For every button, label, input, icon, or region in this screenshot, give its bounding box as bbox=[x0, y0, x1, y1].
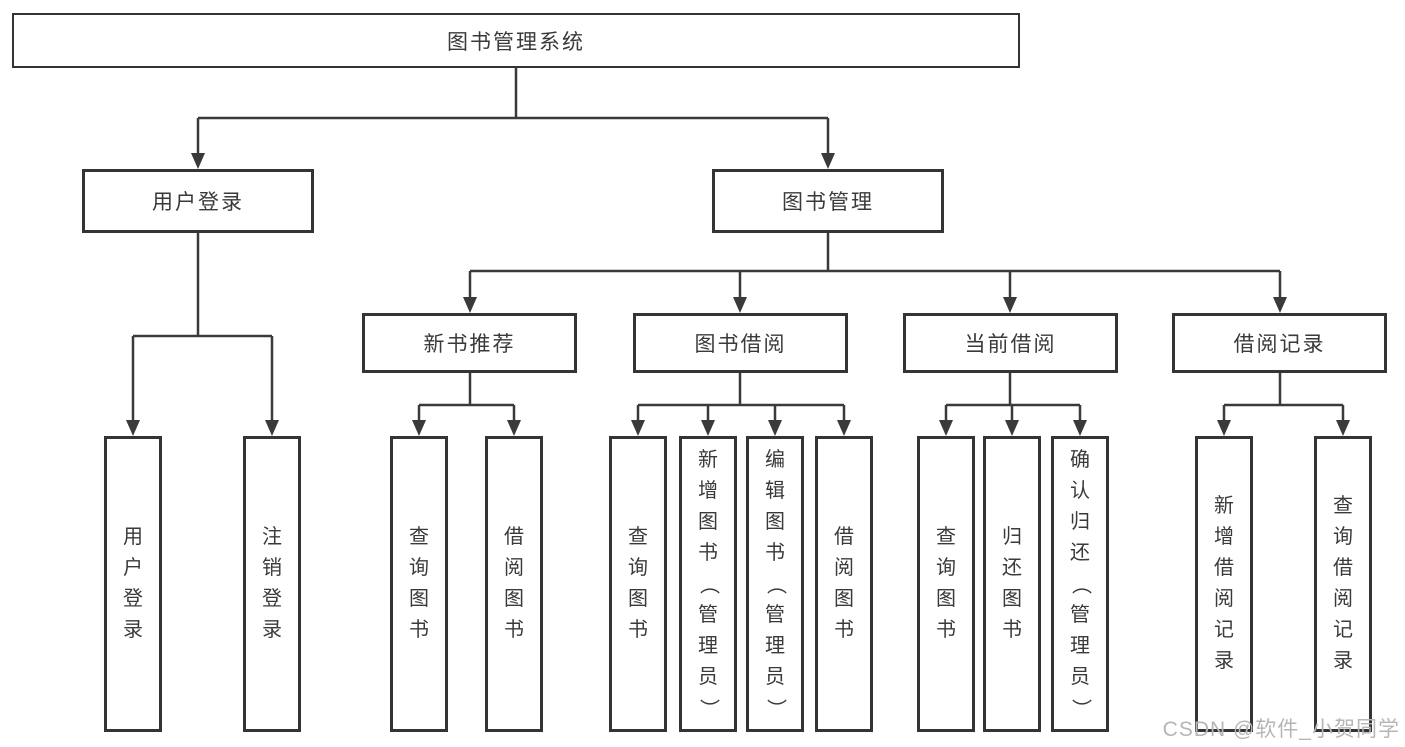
node-label-char: 登 bbox=[262, 588, 282, 610]
node-label: 新书推荐 bbox=[423, 333, 516, 356]
node-label-char: 辑 bbox=[765, 479, 785, 502]
leaf-return-books: 归还图书 bbox=[983, 436, 1041, 732]
node-book-management: 图书管理 bbox=[712, 169, 944, 233]
node-label-char: 增 bbox=[1214, 526, 1234, 548]
leaf-add-book-admin: 新增图书 （ 管理员 ） bbox=[679, 436, 737, 732]
node-label-char: 书 bbox=[834, 619, 854, 641]
node-label-char: 确 bbox=[1070, 448, 1090, 471]
node-label-char: 图 bbox=[628, 588, 648, 610]
node-label-char: 书 bbox=[765, 541, 785, 564]
node-label-char: 阅 bbox=[834, 557, 854, 579]
leaf-borrow-books-borrowing: 借阅图书 bbox=[815, 436, 873, 732]
node-label: 用户登录 bbox=[152, 191, 244, 214]
node-new-book-recommendation: 新书推荐 bbox=[362, 313, 577, 373]
node-label-char: 询 bbox=[409, 557, 429, 579]
node-label-char: 书 bbox=[409, 619, 429, 641]
node-label-char: 增 bbox=[698, 479, 718, 502]
node-label-char: 登 bbox=[123, 588, 143, 610]
node-label-char: 销 bbox=[262, 557, 282, 579]
node-label-char: 录 bbox=[262, 619, 282, 641]
node-label-char: 记 bbox=[1214, 619, 1234, 641]
node-label-char: 阅 bbox=[1214, 588, 1234, 610]
node-user-login: 用户登录 bbox=[82, 169, 314, 233]
node-label-char: ） bbox=[1069, 698, 1092, 718]
node-label-char: 图 bbox=[504, 588, 524, 610]
node-label-char: 借 bbox=[834, 526, 854, 548]
watermark-text: CSDN @软件_小贺同学 bbox=[1162, 718, 1400, 741]
leaf-query-books-borrowing: 查询图书 bbox=[609, 436, 667, 732]
leaf-logout: 注销登录 bbox=[243, 436, 301, 732]
node-borrowing-records: 借阅记录 bbox=[1172, 313, 1387, 373]
node-label-char: 图 bbox=[936, 588, 956, 610]
node-label-char: 图 bbox=[765, 510, 785, 533]
node-label-char: 书 bbox=[698, 541, 718, 564]
node-label: 图书借阅 bbox=[694, 333, 787, 356]
node-label: 当前借阅 bbox=[964, 333, 1057, 356]
node-label-char: 图 bbox=[834, 588, 854, 610]
node-label-char: ） bbox=[764, 698, 787, 718]
leaf-query-books-recommend: 查询图书 bbox=[390, 436, 448, 732]
node-label-char: 记 bbox=[1333, 619, 1353, 641]
node-label-char: 录 bbox=[1333, 650, 1353, 672]
node-label-char: （ bbox=[1069, 574, 1092, 594]
node-label-char: 录 bbox=[1214, 650, 1234, 672]
node-label-char: 借 bbox=[1333, 557, 1353, 579]
node-label-char: （ bbox=[697, 574, 720, 594]
node-label-char: 注 bbox=[262, 526, 282, 548]
leaf-query-borrow-record: 查询借阅记录 bbox=[1314, 436, 1372, 732]
node-label-char: 询 bbox=[936, 557, 956, 579]
node-label-char: 书 bbox=[936, 619, 956, 641]
leaf-user-login: 用户登录 bbox=[104, 436, 162, 732]
node-library-management-system: 图书管理系统 bbox=[12, 13, 1020, 68]
node-label-char: 理 bbox=[765, 634, 785, 657]
leaf-borrow-books-recommend: 借阅图书 bbox=[485, 436, 543, 732]
node-label-char: 图 bbox=[1002, 588, 1022, 610]
node-label-char: 图 bbox=[698, 510, 718, 533]
leaf-confirm-return-admin: 确认归还 （ 管理员 ） bbox=[1051, 436, 1109, 732]
node-label: 借阅记录 bbox=[1233, 333, 1326, 356]
node-label-char: 录 bbox=[123, 619, 143, 641]
node-label-char: 户 bbox=[123, 557, 143, 579]
node-book-borrowing: 图书借阅 bbox=[633, 313, 848, 373]
node-label-char: 管 bbox=[1070, 603, 1090, 626]
node-label-char: 理 bbox=[1070, 634, 1090, 657]
node-label-char: ） bbox=[697, 698, 720, 718]
leaf-edit-book-admin: 编辑图书 （ 管理员 ） bbox=[746, 436, 804, 732]
node-label-char: 书 bbox=[504, 619, 524, 641]
node-label-char: 书 bbox=[1002, 619, 1022, 641]
node-label-char: 询 bbox=[1333, 526, 1353, 548]
node-label-char: 管 bbox=[765, 603, 785, 626]
node-label-char: 书 bbox=[628, 619, 648, 641]
node-label-char: 归 bbox=[1002, 526, 1022, 548]
node-label-char: 阅 bbox=[504, 557, 524, 579]
node-label: 图书管理 bbox=[782, 191, 874, 214]
node-label-char: 编 bbox=[765, 448, 785, 471]
leaf-add-borrow-record: 新增借阅记录 bbox=[1195, 436, 1253, 732]
node-current-borrowing: 当前借阅 bbox=[903, 313, 1118, 373]
node-label-char: 还 bbox=[1070, 541, 1090, 564]
node-label-char: 理 bbox=[698, 634, 718, 657]
node-label-char: 管 bbox=[698, 603, 718, 626]
node-label-char: 查 bbox=[936, 526, 956, 548]
node-label-char: 借 bbox=[1214, 557, 1234, 579]
node-label-char: 员 bbox=[698, 665, 718, 688]
node-label-char: 员 bbox=[765, 665, 785, 688]
node-label-char: 新 bbox=[1214, 495, 1234, 517]
node-label-char: 查 bbox=[409, 526, 429, 548]
node-label-char: 新 bbox=[698, 448, 718, 471]
leaf-query-books-current: 查询图书 bbox=[917, 436, 975, 732]
node-label-char: 图 bbox=[409, 588, 429, 610]
node-label-char: 借 bbox=[504, 526, 524, 548]
node-label-char: （ bbox=[764, 574, 787, 594]
node-label-char: 阅 bbox=[1333, 588, 1353, 610]
node-label-char: 查 bbox=[628, 526, 648, 548]
node-label-char: 员 bbox=[1070, 665, 1090, 688]
node-label-char: 归 bbox=[1070, 510, 1090, 533]
node-label-char: 用 bbox=[123, 526, 143, 548]
node-label-char: 还 bbox=[1002, 557, 1022, 579]
node-label-char: 询 bbox=[628, 557, 648, 579]
node-label: 图书管理系统 bbox=[447, 30, 585, 54]
node-label-char: 认 bbox=[1070, 479, 1090, 502]
node-label-char: 查 bbox=[1333, 495, 1353, 517]
